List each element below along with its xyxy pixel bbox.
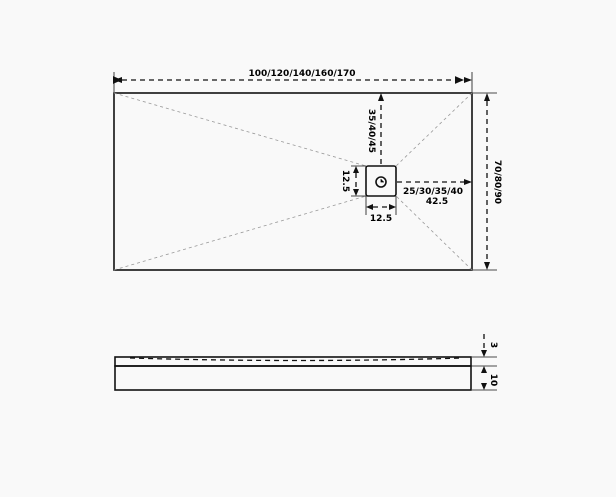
width-dimension: 70/80/90 [473, 92, 502, 271]
drain-right-label-2: 42.5 [426, 197, 448, 207]
drain-right-dimension: 25/30/35/40 42.5 [397, 179, 472, 207]
drain-width-label: 12.5 [370, 214, 392, 224]
drain-height-label: 12.5 [340, 170, 350, 192]
length-label: 100/120/140/160/170 [248, 69, 355, 79]
top-view: 100/120/140/160/170 70/80/90 35/40/45 25… [112, 69, 502, 271]
side-view: 3 10 [114, 334, 498, 391]
tray-depth-label: 3 [488, 342, 498, 348]
tray-outline [113, 92, 473, 271]
tray-base [114, 365, 472, 391]
length-dimension: 100/120/140/160/170 [112, 69, 473, 92]
tray-thickness-label: 10 [488, 374, 498, 387]
drain-right-label: 25/30/35/40 [403, 187, 463, 197]
drain-top-label: 35/40/45 [366, 109, 376, 153]
tray-top-layer [114, 356, 472, 367]
drain-top-dimension: 35/40/45 [366, 93, 384, 164]
drain-height-dimension: 12.5 [340, 165, 366, 197]
drain [365, 165, 397, 197]
drain-width-dimension: 12.5 [365, 196, 397, 224]
drain-clock-icon [375, 176, 387, 188]
width-label: 70/80/90 [492, 160, 502, 204]
